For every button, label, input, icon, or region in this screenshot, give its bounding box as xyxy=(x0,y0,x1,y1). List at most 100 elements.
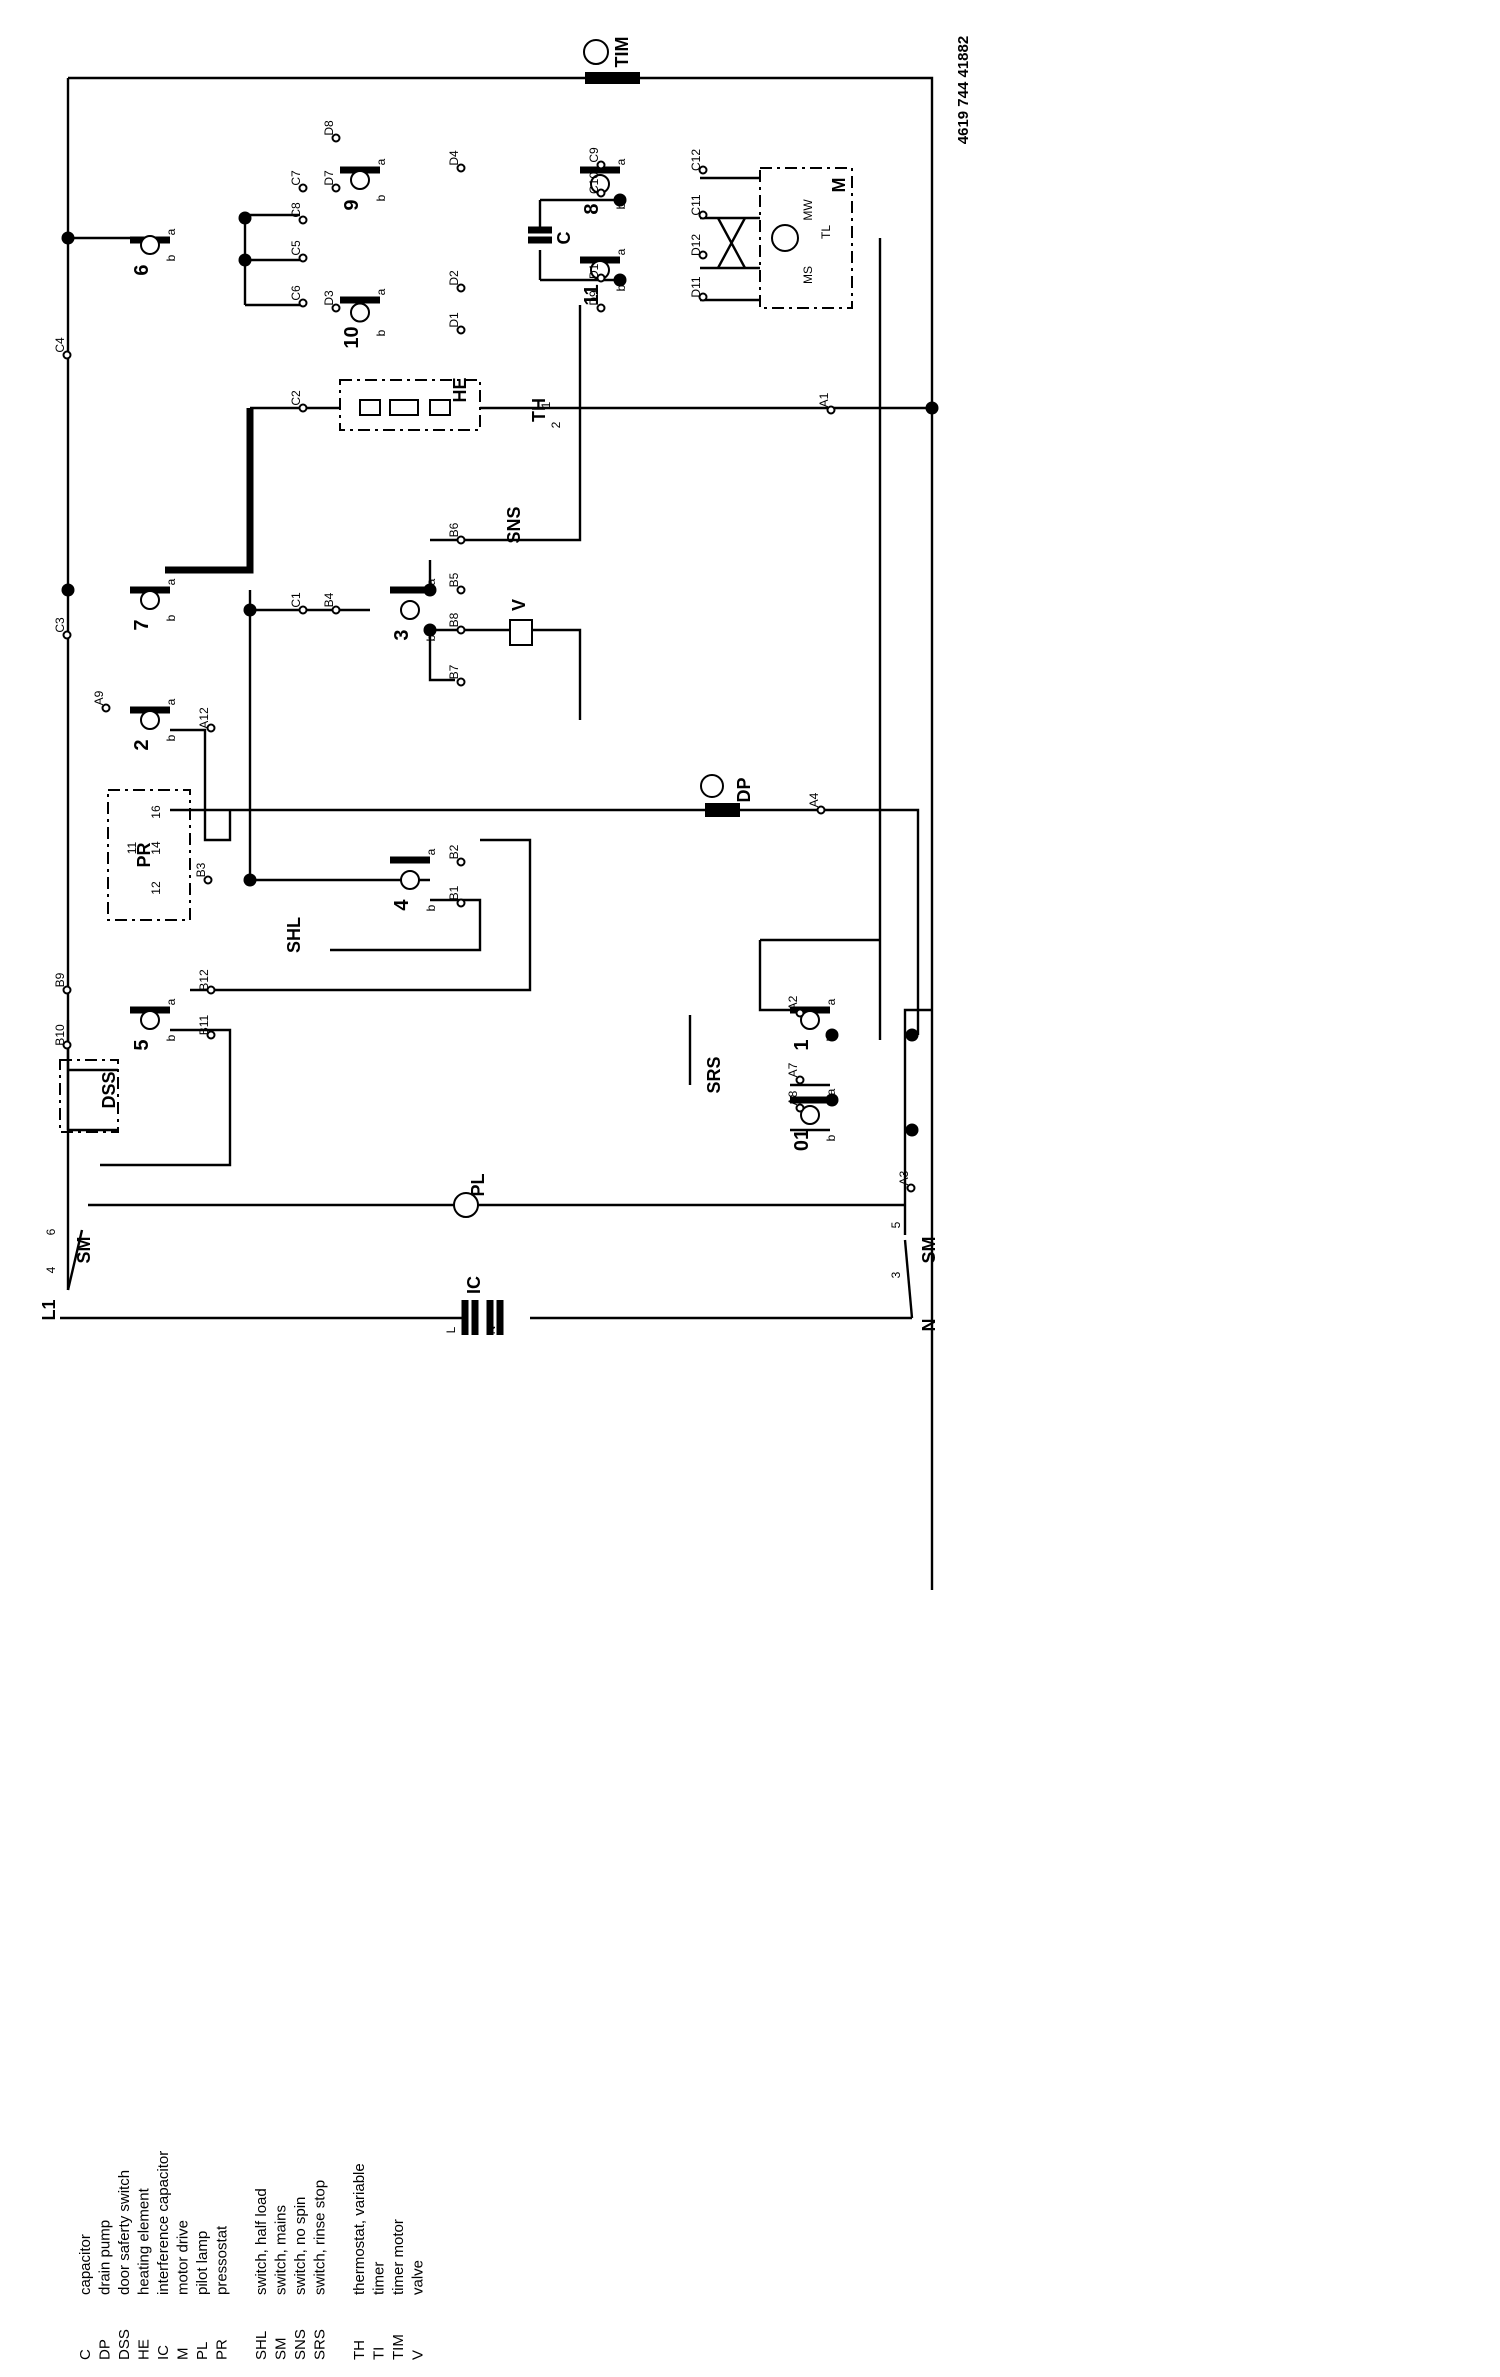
junction-dot xyxy=(238,211,252,225)
label-DP: DP xyxy=(734,777,754,802)
neutral-rail xyxy=(903,1008,932,1235)
pin-4: 4 xyxy=(44,1266,58,1273)
terminal-dot xyxy=(206,985,216,995)
heater-resistor-2 xyxy=(389,399,419,416)
legend-code: PL xyxy=(194,2342,211,2360)
switch5-wires xyxy=(100,838,532,1167)
terminal-B2: B2 xyxy=(447,844,461,859)
contact-a: a xyxy=(424,578,438,585)
switch-4-ring xyxy=(400,870,420,890)
switch-number-5: 5 xyxy=(131,1039,153,1050)
terminal-B11: B11 xyxy=(197,1014,211,1035)
terminal-B6: B6 xyxy=(447,522,461,537)
label-SRS: SRS xyxy=(704,1056,724,1093)
contact-b: b xyxy=(424,634,438,641)
terminal-B8: B8 xyxy=(447,612,461,627)
motor-cross xyxy=(716,217,747,269)
terminal-dot xyxy=(331,183,341,193)
terminal-dot xyxy=(298,298,308,308)
terminal-B10: B10 xyxy=(53,1024,67,1046)
terminal-dot xyxy=(456,585,466,595)
legend-text: switch, half load xyxy=(253,2188,270,2295)
switch-number-2: 2 xyxy=(131,739,153,750)
valve-wire xyxy=(430,628,582,720)
label-SNS: SNS xyxy=(504,506,524,543)
junction-dot xyxy=(61,583,75,597)
terminal-dot xyxy=(62,350,72,360)
terminal-B5: B5 xyxy=(447,572,461,587)
contact-b: b xyxy=(424,904,438,911)
terminal-dot xyxy=(298,605,308,615)
terminal-D11: D11 xyxy=(689,276,703,297)
contact-b: b xyxy=(824,1134,838,1141)
junction-dot xyxy=(613,193,627,207)
terminal-dot xyxy=(826,405,836,415)
terminal-dot xyxy=(596,303,606,313)
junction-dot xyxy=(423,623,437,637)
contact-b: b xyxy=(614,202,628,209)
heating-element-box xyxy=(339,379,481,431)
legend-code: M xyxy=(175,2348,192,2361)
terminal-dot xyxy=(698,292,708,302)
contact-a: a xyxy=(824,998,838,1005)
terminal-dot xyxy=(456,857,466,867)
terminal-dot xyxy=(795,1008,805,1018)
terminal-dot xyxy=(698,165,708,175)
pilot-lamp xyxy=(453,1192,479,1218)
terminal-C1: C1 xyxy=(289,592,303,608)
heater-resistor-3 xyxy=(429,399,451,416)
terminal-D9: D9 xyxy=(587,290,601,306)
valve-coil xyxy=(509,619,533,646)
switch-6-ring xyxy=(140,235,160,255)
motor-box xyxy=(759,167,853,309)
legend-text: switch, mains xyxy=(273,2205,290,2295)
terminal-A4: A4 xyxy=(807,792,821,807)
terminal-B9: B9 xyxy=(53,972,67,987)
capacitor-plates xyxy=(528,226,552,244)
legend-text: timer motor xyxy=(390,2219,407,2295)
drain-pump-symbol xyxy=(700,774,724,798)
contact-b: b xyxy=(164,734,178,741)
terminal-C8: C8 xyxy=(289,202,303,218)
legend-text: heating element xyxy=(136,2187,153,2295)
junction-dot xyxy=(905,1028,919,1042)
label-PR: PR xyxy=(134,842,154,867)
legend-text: switch, no spin xyxy=(292,2197,309,2295)
label-MS: MS xyxy=(801,266,815,284)
legend-code: DSS xyxy=(116,2329,133,2360)
contact-b: b xyxy=(824,1034,838,1041)
label-N: N xyxy=(919,1319,939,1332)
label-L1: L1 xyxy=(39,1299,59,1320)
terminal-dot xyxy=(298,253,308,263)
terminal-D3: D3 xyxy=(322,290,336,306)
motor-leads xyxy=(700,176,760,302)
contact-a: a xyxy=(164,228,178,235)
contact-a: a xyxy=(824,1088,838,1095)
switch-number-3: 3 xyxy=(391,629,413,640)
sns-wire xyxy=(500,305,582,542)
terminal-C7: C7 xyxy=(289,170,303,186)
legend-text: timer xyxy=(371,2262,388,2295)
terminal-dot xyxy=(596,160,606,170)
terminal-dot xyxy=(816,805,826,815)
wiring-lines xyxy=(60,76,934,1590)
label-SHL: SHL xyxy=(284,917,304,953)
junction-dot xyxy=(905,1123,919,1137)
drain-pump-body xyxy=(705,803,740,817)
junction-dot xyxy=(243,603,257,617)
switch-2-ring xyxy=(140,710,160,730)
legend-text: pressostat xyxy=(214,2225,231,2295)
terminal-dot xyxy=(596,188,606,198)
contact-b: b xyxy=(614,284,628,291)
terminal-dot xyxy=(203,875,213,885)
contact-b: b xyxy=(164,254,178,261)
terminal-dot xyxy=(331,605,341,615)
label-M: M xyxy=(829,178,849,193)
switch-01-ring xyxy=(800,1105,820,1125)
switch-number-8: 8 xyxy=(581,203,603,214)
legend-text: valve xyxy=(410,2260,427,2295)
contact-a: a xyxy=(164,698,178,705)
terminal-C11: C11 xyxy=(689,194,703,215)
switch-10-ring xyxy=(350,302,370,323)
